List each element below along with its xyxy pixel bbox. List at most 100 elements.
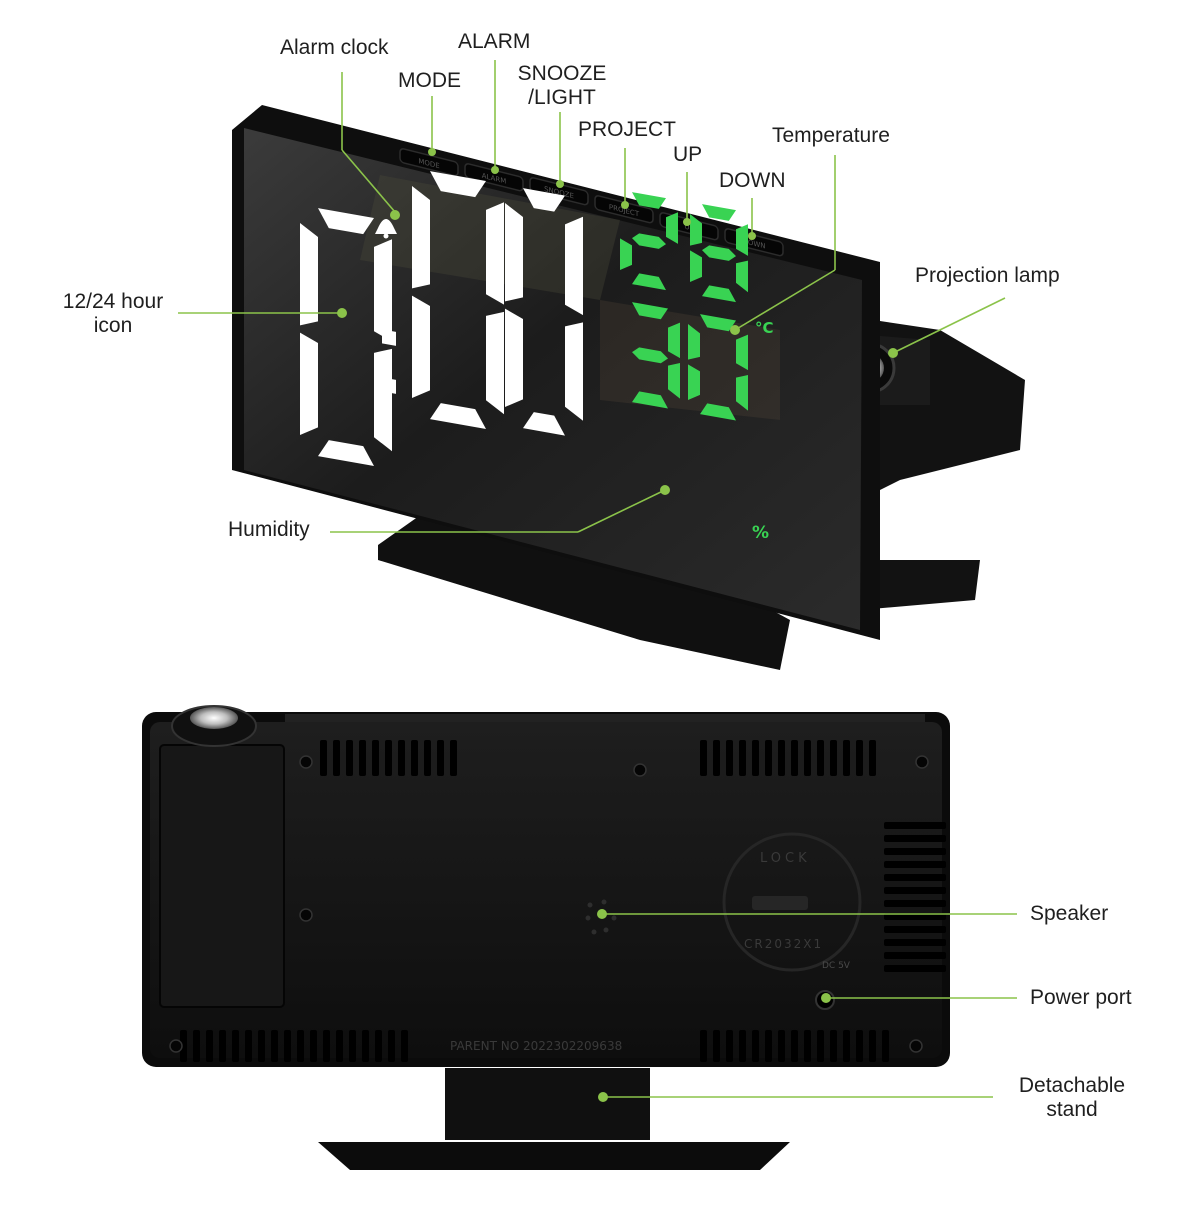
label-project: PROJECT bbox=[578, 118, 677, 141]
dc-text: DC 5V bbox=[822, 961, 851, 971]
label-detachable-stand: Detachable stand bbox=[1006, 1074, 1138, 1122]
label-down: DOWN bbox=[719, 169, 786, 192]
segment-g bbox=[632, 233, 666, 249]
label-snooze-line1: SNOOZE bbox=[517, 62, 607, 85]
segment-a bbox=[702, 204, 736, 221]
speaker-holes bbox=[585, 899, 617, 935]
segment-c bbox=[565, 322, 583, 421]
segment-e bbox=[620, 238, 632, 270]
label-hour-icon-line2: icon bbox=[93, 314, 133, 337]
leader-lines bbox=[178, 60, 1017, 1098]
colon-bottom bbox=[382, 377, 396, 394]
digit-3 bbox=[632, 302, 680, 409]
label-temperature: Temperature bbox=[772, 124, 890, 147]
back-panel: LOCK CR2032X1 DC 5V PARENT NO 2022302209… bbox=[142, 705, 950, 1067]
top-button-project[interactable]: PROJECT bbox=[594, 195, 654, 224]
segment-d bbox=[702, 285, 736, 303]
digit-2 bbox=[620, 192, 678, 291]
vent-top-right bbox=[700, 740, 876, 776]
back-stand bbox=[445, 1068, 650, 1140]
segment-c bbox=[736, 260, 748, 293]
label-speaker: Speaker bbox=[1030, 902, 1109, 925]
segment-a bbox=[700, 314, 736, 332]
segment-b bbox=[736, 334, 748, 371]
label-snooze-line2: /LIGHT bbox=[528, 86, 596, 109]
label-hour-icon: 12/24 hour icon bbox=[50, 290, 176, 338]
vent-bottom-left bbox=[180, 1030, 408, 1062]
segment-d bbox=[523, 412, 565, 436]
segment-f bbox=[690, 214, 702, 246]
segment-e bbox=[412, 295, 430, 398]
label-humidity: Humidity bbox=[228, 518, 310, 541]
digit-0 bbox=[300, 208, 392, 467]
label-stand-line2: stand bbox=[1046, 1098, 1098, 1121]
label-alarm: ALARM bbox=[458, 30, 531, 53]
vent-bottom-right bbox=[700, 1030, 889, 1062]
alarm-bell-icon bbox=[375, 219, 397, 239]
segment-a bbox=[632, 192, 666, 209]
back-stand-base bbox=[318, 1142, 790, 1170]
projector-side-door bbox=[159, 744, 285, 1008]
lock-text: LOCK bbox=[760, 851, 811, 866]
screw bbox=[169, 1039, 183, 1053]
segment-g bbox=[702, 245, 736, 261]
battery-text: CR2032X1 bbox=[744, 937, 823, 951]
leader-dots bbox=[337, 148, 898, 1102]
segment-d bbox=[632, 273, 666, 291]
label-up: UP bbox=[673, 143, 703, 166]
vent-top-left bbox=[320, 740, 457, 776]
segment-e bbox=[690, 250, 702, 282]
humidity-unit: % bbox=[752, 523, 769, 543]
segment-c bbox=[736, 374, 748, 411]
screws bbox=[169, 755, 929, 1053]
screw bbox=[633, 763, 647, 777]
segment-a bbox=[523, 188, 565, 212]
segment-b bbox=[666, 212, 678, 244]
segment-a bbox=[430, 171, 486, 198]
colon-top bbox=[382, 329, 396, 346]
segment-c bbox=[374, 348, 392, 452]
label-power-port: Power port bbox=[1030, 986, 1132, 1009]
segment-b bbox=[374, 239, 392, 342]
segment-d bbox=[700, 403, 736, 421]
label-alarm-clock: Alarm clock bbox=[280, 36, 389, 59]
segment-f bbox=[505, 203, 523, 302]
label-snooze-light: SNOOZE /LIGHT bbox=[514, 62, 610, 110]
top-button-mode[interactable]: MODE bbox=[399, 148, 459, 177]
screw bbox=[299, 908, 313, 922]
digit-8 bbox=[690, 204, 748, 303]
digit-0 bbox=[505, 188, 583, 436]
segment-f bbox=[300, 223, 318, 326]
time-display bbox=[300, 171, 583, 467]
segment-d bbox=[318, 440, 374, 467]
label-stand-line1: Detachable bbox=[1018, 1074, 1126, 1097]
segment-b bbox=[486, 202, 504, 305]
digit-0 bbox=[688, 314, 748, 421]
label-hour-icon-line1: 12/24 hour bbox=[62, 290, 164, 313]
patent-text: PARENT NO 2022302209638 bbox=[450, 1039, 622, 1053]
temperature-unit: °C bbox=[755, 319, 774, 337]
screw bbox=[915, 755, 929, 769]
top-button-text: UP bbox=[684, 222, 694, 233]
segment-e bbox=[505, 308, 523, 407]
segment-d bbox=[632, 391, 668, 409]
digit-0 bbox=[412, 171, 504, 430]
segment-a bbox=[632, 302, 668, 320]
segment-c bbox=[668, 362, 680, 399]
segment-e bbox=[300, 332, 318, 435]
segment-f bbox=[688, 324, 700, 360]
humidity-display bbox=[632, 302, 748, 421]
segment-g bbox=[632, 347, 668, 364]
segment-f bbox=[412, 186, 430, 289]
segment-e bbox=[688, 364, 700, 400]
battery-cover bbox=[722, 832, 862, 972]
screw bbox=[909, 1039, 923, 1053]
segment-d bbox=[430, 403, 486, 430]
segment-a bbox=[318, 208, 374, 235]
segment-c bbox=[486, 311, 504, 415]
label-projection-lamp: Projection lamp bbox=[915, 264, 1060, 287]
segment-b bbox=[736, 224, 748, 256]
screw bbox=[299, 755, 313, 769]
